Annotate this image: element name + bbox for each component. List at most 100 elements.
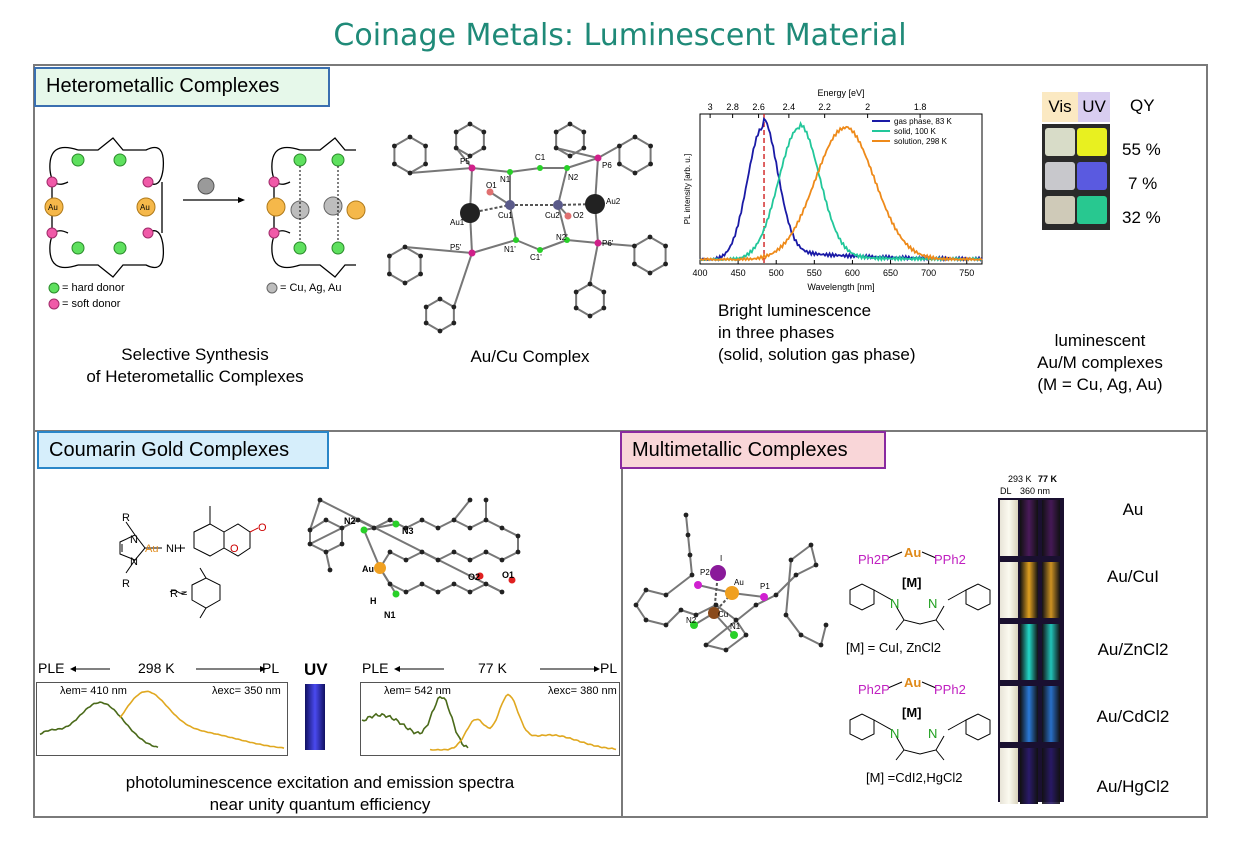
atom xyxy=(327,567,333,573)
atom-label: P5' xyxy=(450,243,462,252)
atom xyxy=(419,549,425,555)
x-tick-label: 700 xyxy=(921,268,936,278)
atom xyxy=(689,572,695,578)
atom xyxy=(467,121,473,127)
bond xyxy=(785,614,802,636)
legend-label-2: solid, 100 K xyxy=(894,127,936,136)
atom xyxy=(694,581,702,589)
atom xyxy=(419,581,425,587)
atom xyxy=(643,617,649,623)
bond xyxy=(319,499,503,593)
spec1-exc-label: λexc= 350 nm xyxy=(212,685,281,697)
bond xyxy=(589,242,599,285)
ple-curve xyxy=(39,701,159,749)
vis-sample-3 xyxy=(1045,196,1075,224)
bond xyxy=(325,519,343,529)
formula2-au: Au xyxy=(904,675,922,690)
vial-label-4: Au/CdCl2 xyxy=(1096,707,1170,726)
atom-label: N3 xyxy=(402,526,414,536)
atom xyxy=(467,589,473,595)
atom xyxy=(467,153,473,159)
spec2-arrows xyxy=(394,666,600,672)
atom xyxy=(798,632,804,638)
formula1-ph2p: Ph2P xyxy=(858,552,890,567)
bond xyxy=(555,147,599,159)
atom xyxy=(499,557,505,563)
atom-label: P6 xyxy=(602,161,612,170)
atom xyxy=(773,592,779,598)
atom xyxy=(693,612,699,618)
bond xyxy=(388,273,406,284)
bond xyxy=(471,167,511,173)
vial-77k-1 xyxy=(1042,500,1060,556)
y-axis-label: PL intensity [arb. u.] xyxy=(683,154,692,224)
bond xyxy=(452,252,473,308)
bond xyxy=(469,551,487,561)
multimetallic-panel xyxy=(621,430,1208,818)
atom-label: Au1 xyxy=(450,218,465,227)
bond xyxy=(735,619,747,636)
atom-label: N1 xyxy=(384,610,396,620)
vis-sample-1 xyxy=(1045,128,1075,156)
x-tick-label: 500 xyxy=(769,268,784,278)
bond xyxy=(469,583,487,593)
bond xyxy=(633,263,651,274)
atom xyxy=(594,239,602,247)
vial-daylight-1 xyxy=(1000,500,1018,556)
bond xyxy=(389,551,407,561)
atom-label: P2 xyxy=(700,568,710,577)
spec1-em-label: λem= 410 nm xyxy=(60,685,127,697)
atom xyxy=(647,270,653,276)
spec2-ple: PLE xyxy=(362,660,389,676)
atom-label: N1 xyxy=(730,622,741,631)
vial-label-1: Au xyxy=(1122,500,1144,519)
atom xyxy=(317,497,323,503)
qy-uv-header: UV xyxy=(1078,92,1110,122)
bond xyxy=(501,527,519,537)
spec2-exc-label: λexc= 380 nm xyxy=(548,685,617,697)
pl-curve xyxy=(119,690,285,749)
atom xyxy=(793,572,799,578)
atom xyxy=(648,161,653,167)
bond xyxy=(705,604,757,646)
vial-nm: 360 nm xyxy=(1020,486,1051,496)
atom xyxy=(617,143,622,149)
atom xyxy=(537,247,543,253)
qy-photo-grid xyxy=(1042,124,1110,230)
atom xyxy=(435,525,441,531)
atom xyxy=(339,541,345,547)
atom xyxy=(678,607,684,613)
atom-label: Au xyxy=(362,564,374,574)
atom xyxy=(508,576,516,584)
bond xyxy=(425,322,441,332)
vial-daylight-5 xyxy=(1000,748,1018,804)
bond xyxy=(725,634,747,651)
atom xyxy=(423,143,428,149)
bond xyxy=(425,298,441,308)
vial-77k-4 xyxy=(1042,686,1060,742)
atom-label: N2 xyxy=(568,173,579,182)
atom xyxy=(617,161,622,167)
formula2-m: [M] xyxy=(902,705,922,720)
atom-label: Cu1 xyxy=(498,211,513,220)
bond xyxy=(421,583,439,593)
bond xyxy=(618,163,636,174)
atom xyxy=(387,271,392,277)
legend-hard-donor: = hard donor xyxy=(62,282,125,294)
atom xyxy=(567,121,573,127)
atom xyxy=(418,253,423,259)
vial-uv-4 xyxy=(1020,686,1038,742)
bond xyxy=(421,519,439,529)
spec1-pl: PL xyxy=(262,660,280,676)
atom xyxy=(564,212,572,220)
atom xyxy=(307,541,313,547)
atom xyxy=(553,145,559,151)
atom-label: N2' xyxy=(556,233,568,242)
atom xyxy=(564,165,570,171)
atom xyxy=(451,320,457,326)
bond xyxy=(309,543,327,553)
atom xyxy=(808,542,814,548)
formula1-m: [M] xyxy=(902,575,922,590)
